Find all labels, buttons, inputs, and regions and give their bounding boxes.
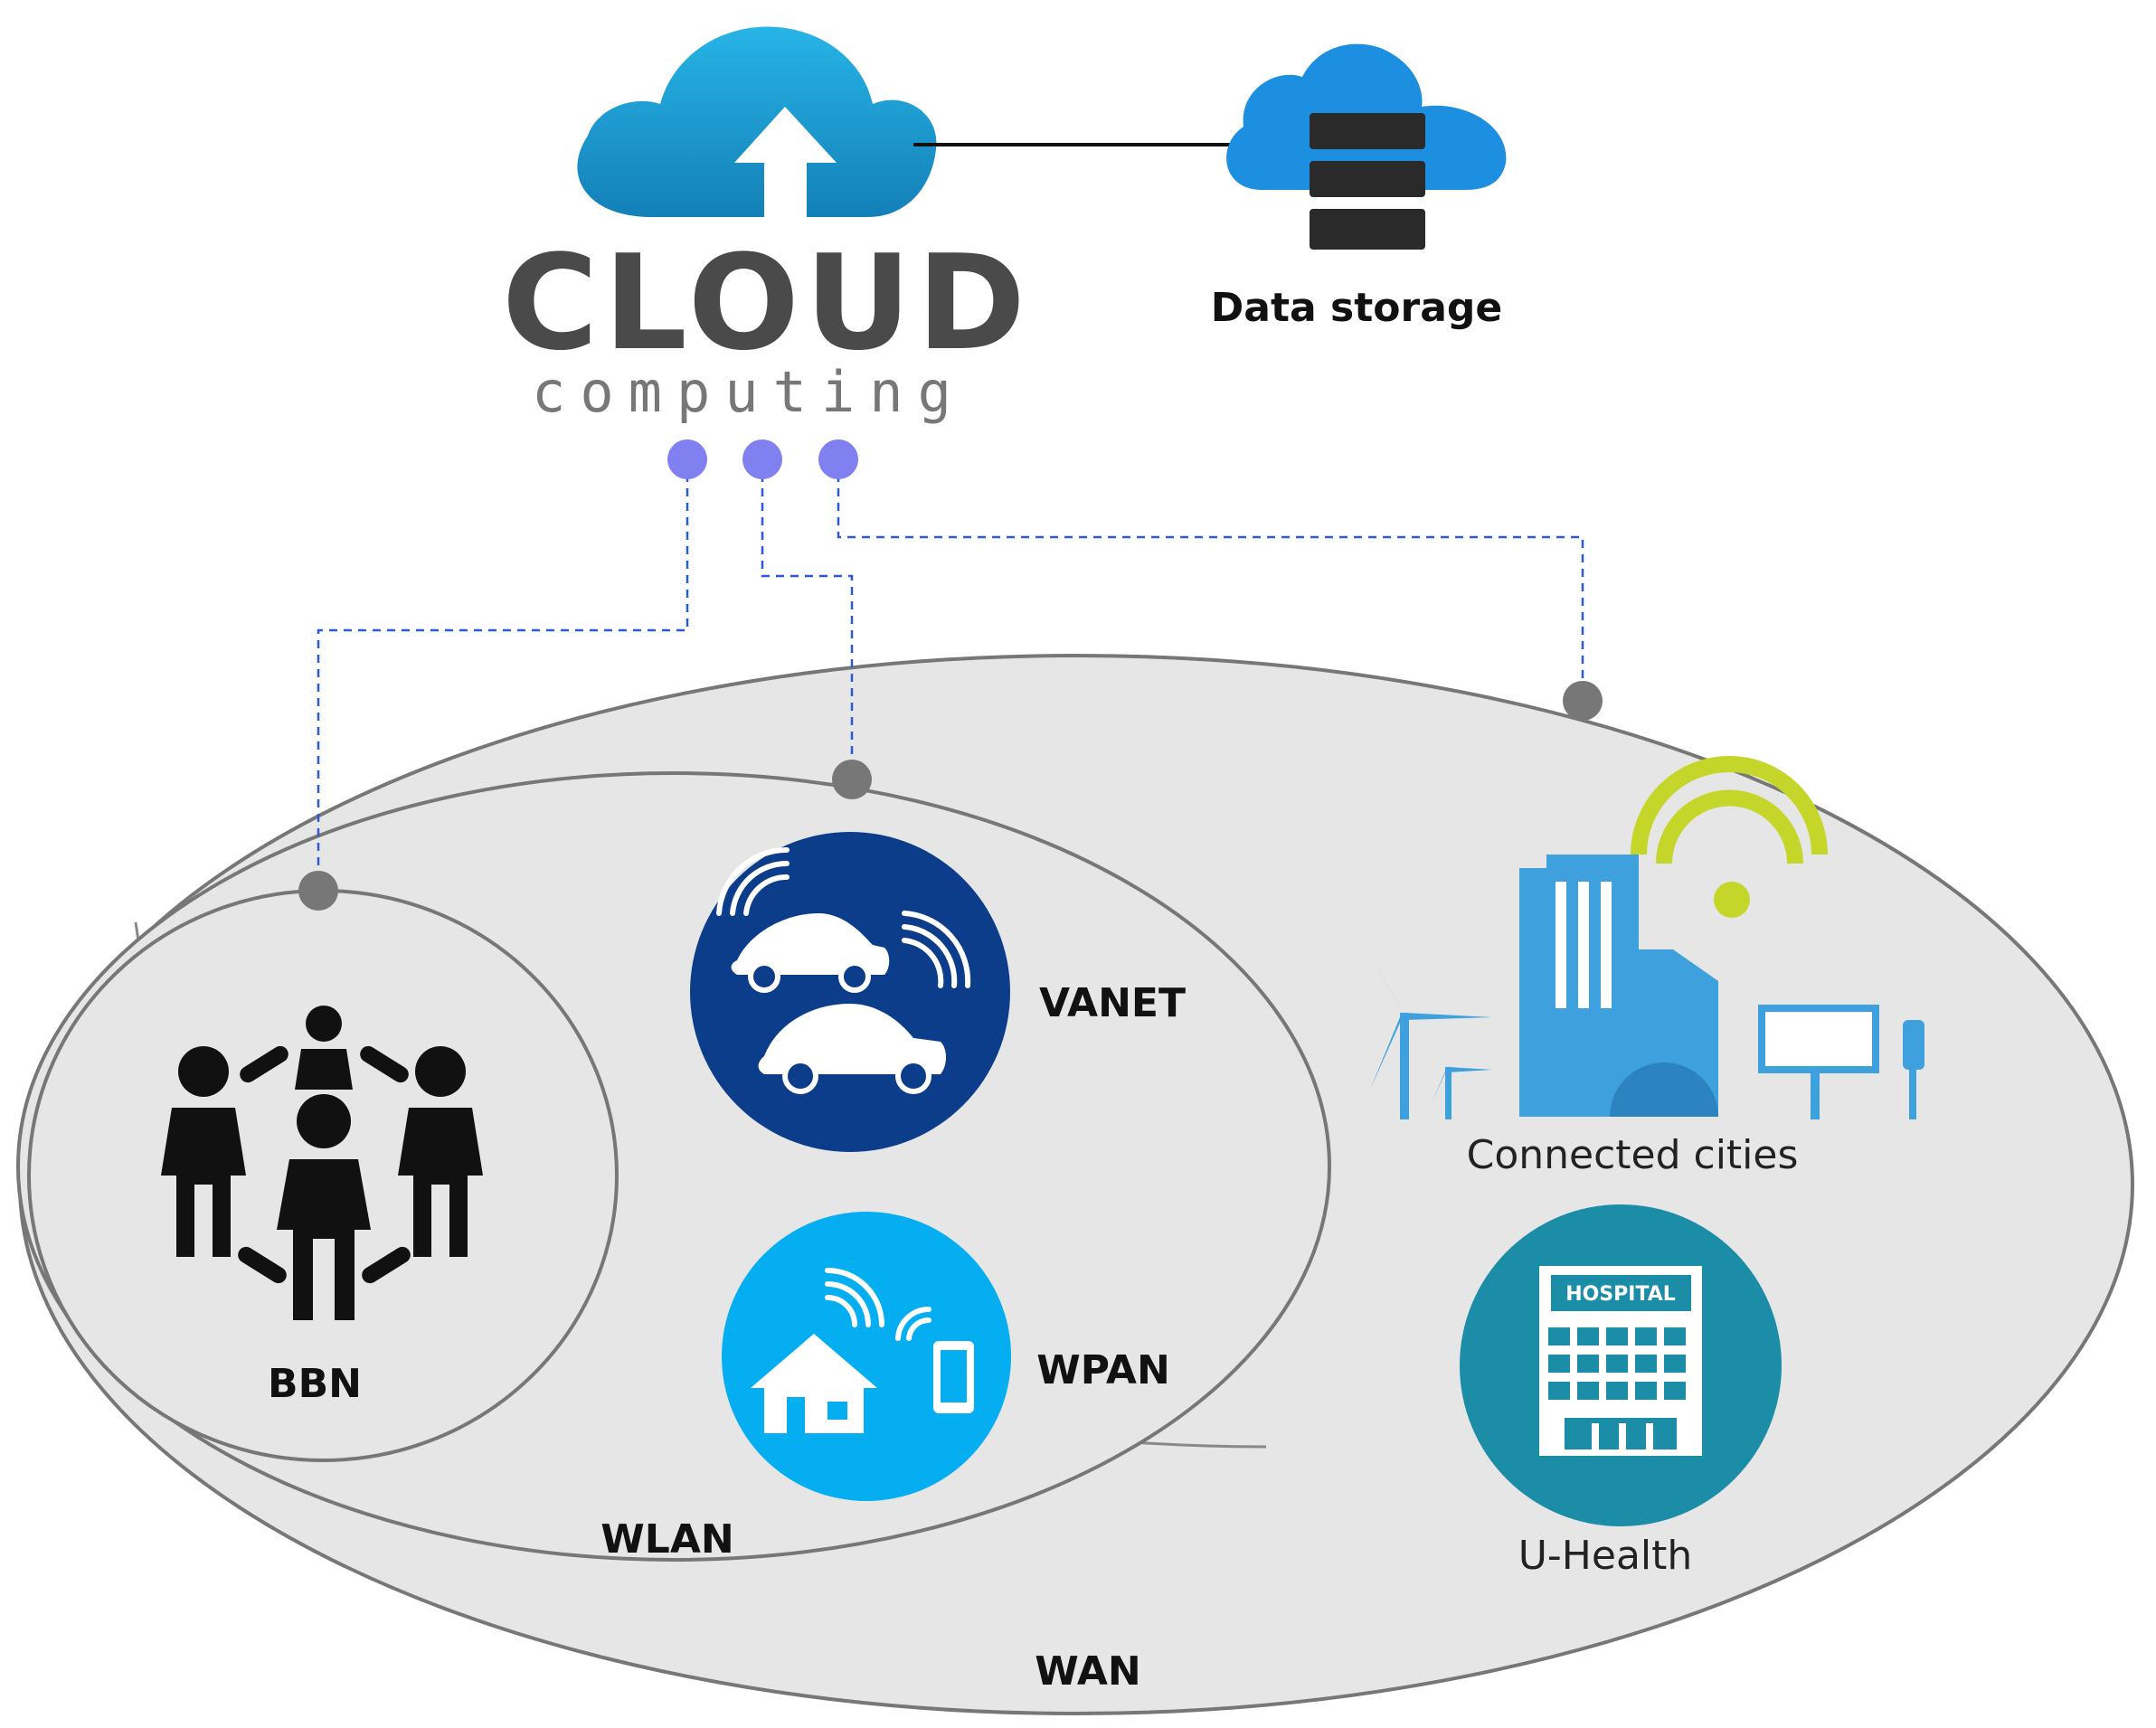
smart-home-icon	[722, 1212, 1011, 1501]
storage-label: Data storage	[1211, 285, 1502, 331]
cities-label: Connected cities	[1467, 1132, 1799, 1178]
hospital-icon	[1460, 1204, 1782, 1526]
cloud-server-icon	[1226, 43, 1507, 250]
wan-label: WAN	[1035, 1648, 1140, 1695]
wpan-label: WPAN	[1036, 1347, 1170, 1393]
people-network-icon	[161, 1006, 483, 1320]
cars-icon	[690, 832, 1010, 1152]
wlan-label: WLAN	[600, 1516, 733, 1563]
cloud-logo-sub: computing	[532, 359, 966, 425]
ellipse-joint-dots	[298, 681, 1603, 911]
vanet-label: VANET	[1039, 980, 1186, 1026]
health-label: U-Health	[1518, 1533, 1693, 1579]
cloud-upload-icon	[577, 26, 937, 218]
cloud-logo-word: CLOUD	[502, 227, 1031, 380]
connector-dots	[667, 439, 858, 479]
bbn-label: BBN	[268, 1361, 362, 1407]
smart-city-icon	[1366, 756, 1924, 1119]
connector-lines	[317, 459, 1584, 891]
hospital-sign: HOSPITAL	[1565, 1283, 1676, 1306]
